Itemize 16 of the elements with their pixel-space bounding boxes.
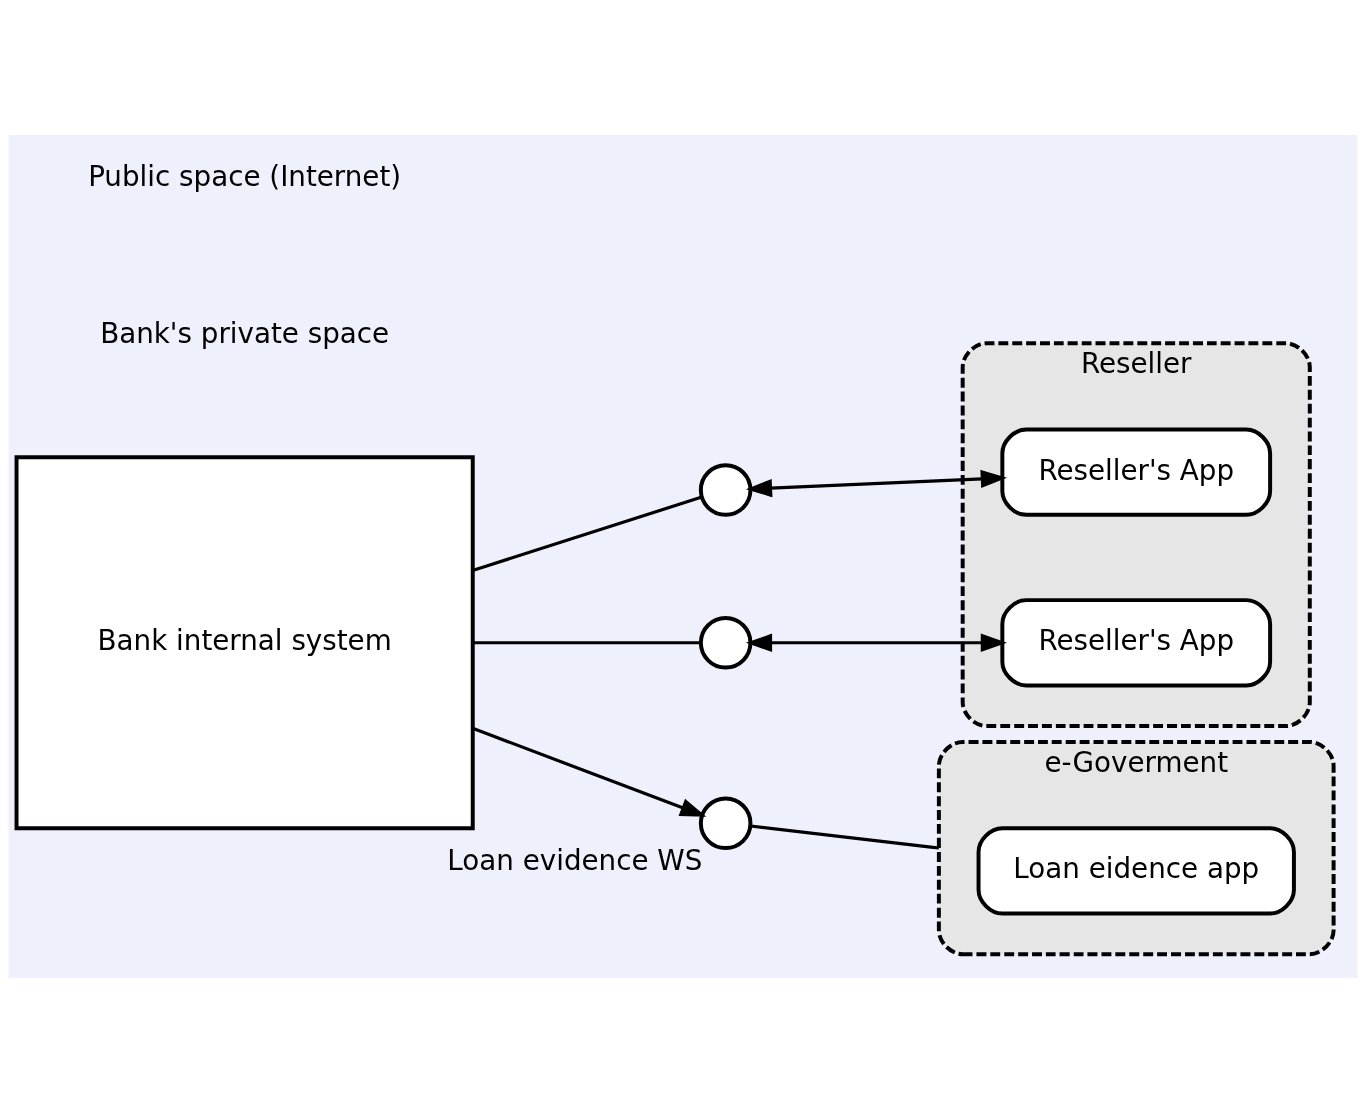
- node-box: Reseller's App: [1000, 427, 1273, 517]
- arrow: [745, 469, 1007, 498]
- arrow: [472, 727, 707, 817]
- arrow: [745, 633, 1007, 652]
- node-label: Loan evidence WS: [447, 844, 703, 878]
- node-box: Bank internal system: [14, 455, 475, 831]
- connector: [472, 495, 703, 572]
- node-circle: [698, 616, 753, 670]
- connector: [473, 641, 701, 645]
- node-box: Reseller's App: [1000, 598, 1273, 688]
- node-box: Loan eidence app: [976, 826, 1296, 916]
- label: Bank's private space: [100, 316, 390, 350]
- connector: [750, 824, 940, 850]
- label: Public space (Internet): [88, 159, 402, 193]
- node-circle: [698, 796, 753, 851]
- node-circle: [698, 463, 753, 517]
